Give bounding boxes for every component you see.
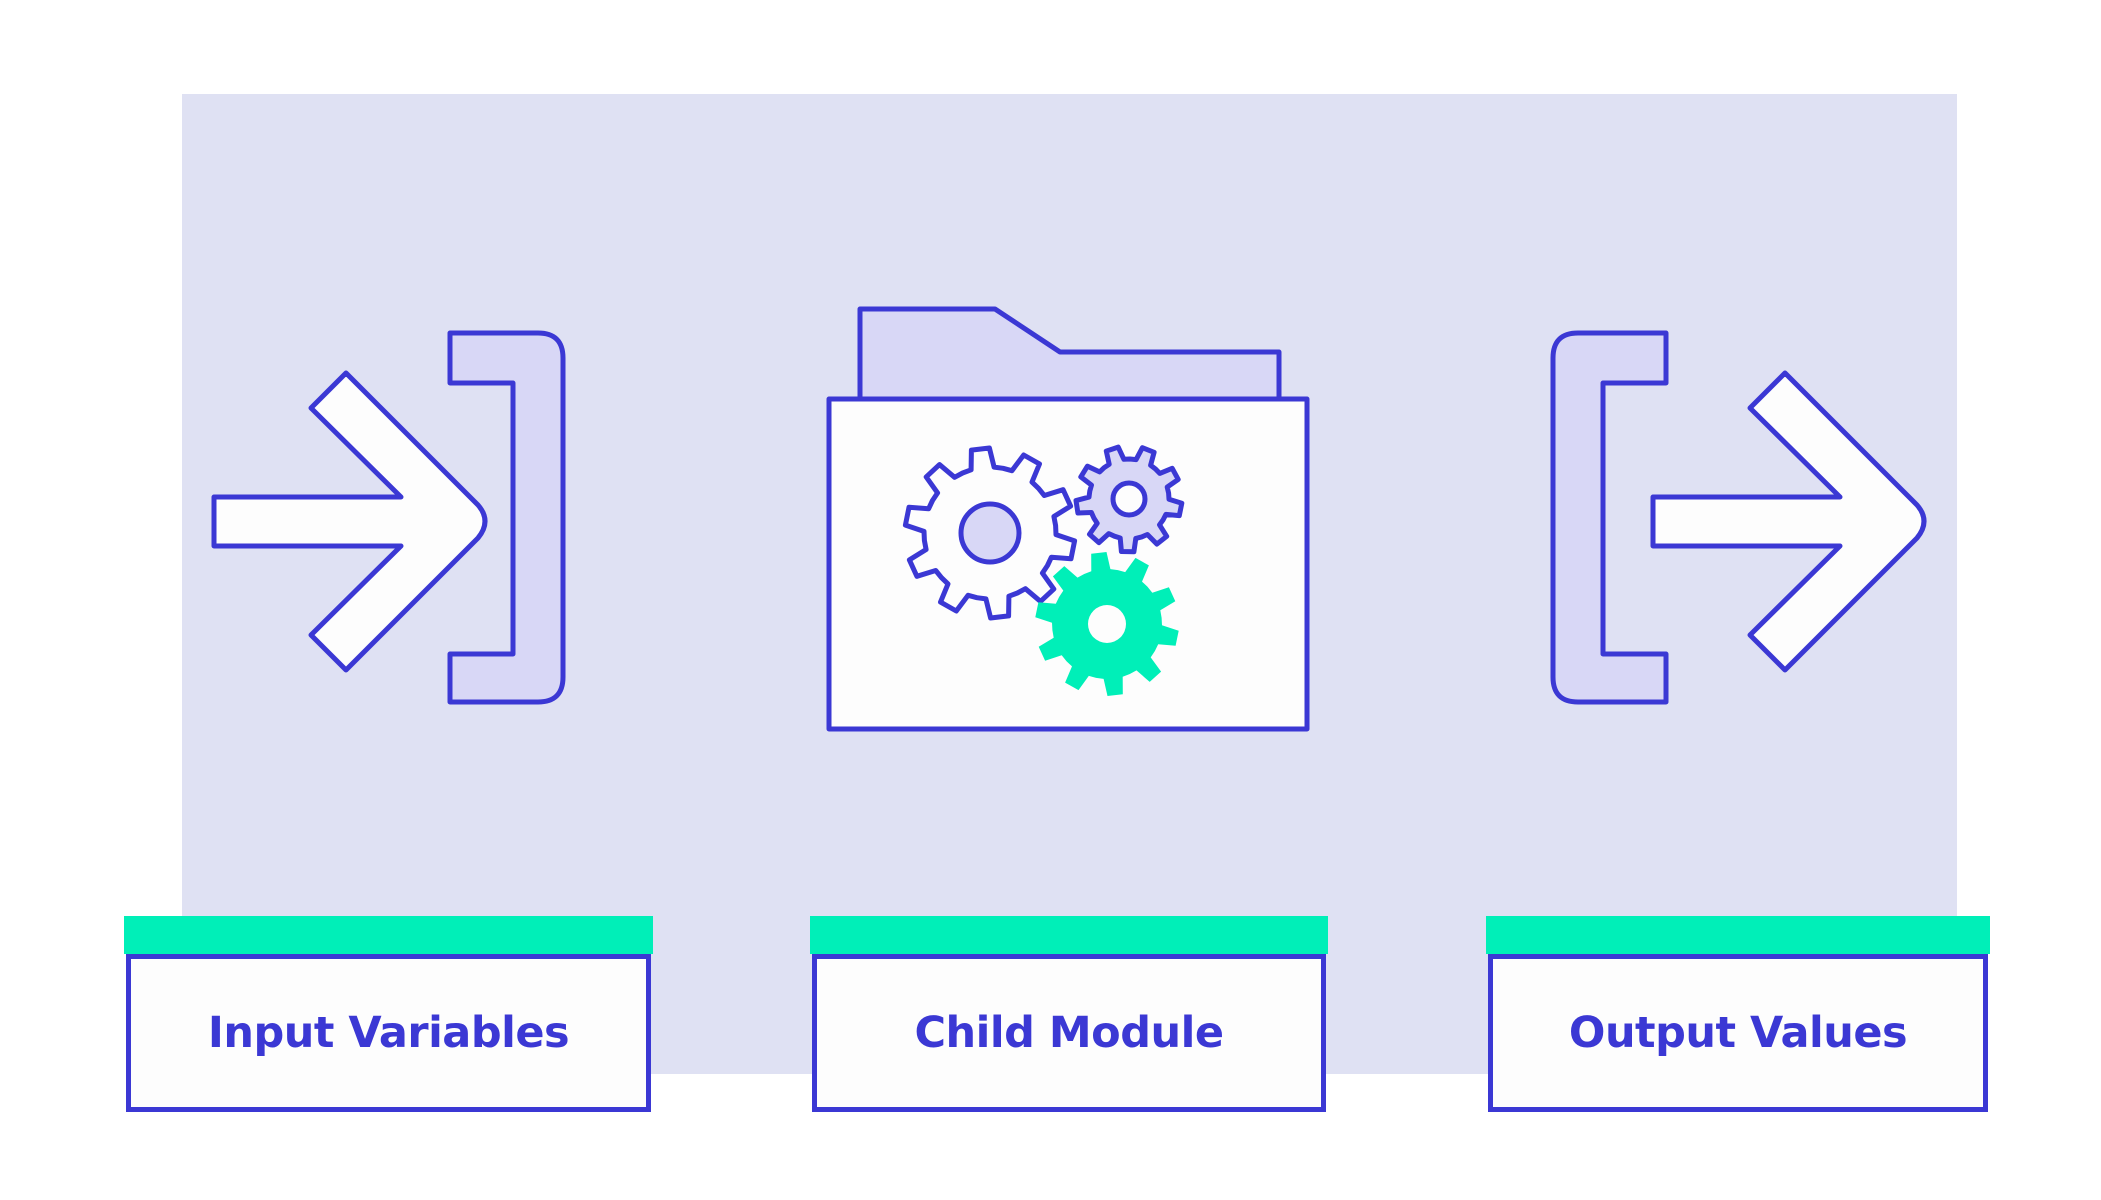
- folder-tab: [857, 306, 1282, 407]
- child-module-label: Child Module: [914, 1008, 1224, 1058]
- accent-bar: [810, 916, 1328, 954]
- card-frame: Input Variables: [126, 954, 651, 1112]
- accent-bar: [124, 916, 653, 954]
- input-arrow: [211, 370, 488, 673]
- output-values-card: Output Values: [1486, 916, 1990, 1114]
- gear-accent-icon: [1035, 552, 1179, 696]
- gear-small-icon: [1073, 444, 1185, 555]
- accent-bar: [1486, 916, 1990, 954]
- output-bracket: [1550, 330, 1669, 705]
- output-values-label: Output Values: [1568, 1008, 1908, 1058]
- input-bracket: [447, 330, 566, 705]
- gear-hub: [958, 501, 1022, 565]
- card-frame: Child Module: [812, 954, 1326, 1112]
- input-variables-label: Input Variables: [207, 1008, 570, 1058]
- gear-hub: [1088, 605, 1126, 643]
- child-module-card: Child Module: [810, 916, 1328, 1114]
- gear-large-icon: [902, 445, 1078, 621]
- gear-hub: [1110, 480, 1148, 518]
- output-arrow: [1650, 370, 1927, 673]
- card-frame: Output Values: [1488, 954, 1988, 1112]
- input-variables-card: Input Variables: [124, 916, 653, 1114]
